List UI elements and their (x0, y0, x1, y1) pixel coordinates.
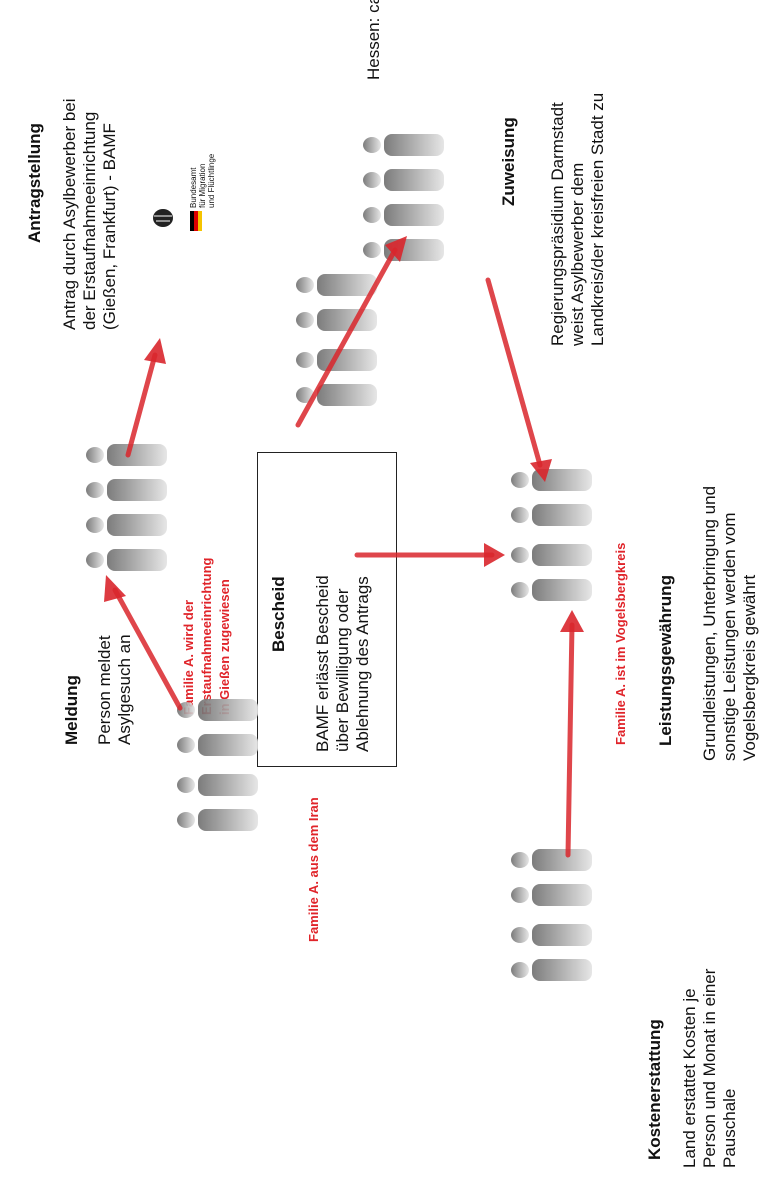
federal-eagle-icon (153, 209, 202, 231)
people-group-meldung (177, 699, 258, 831)
arrow-heads (104, 236, 584, 632)
flow-arrows (112, 247, 575, 858)
bamf-logo: Bundesamt für Migration und Flüchtlinge (145, 118, 225, 233)
people-group-antrag (296, 274, 377, 406)
people-group-kosten (511, 849, 592, 981)
people-group-vogelsberg (511, 469, 592, 601)
bescheid-box (257, 452, 397, 767)
people-group-erstaufnahme (86, 444, 167, 571)
